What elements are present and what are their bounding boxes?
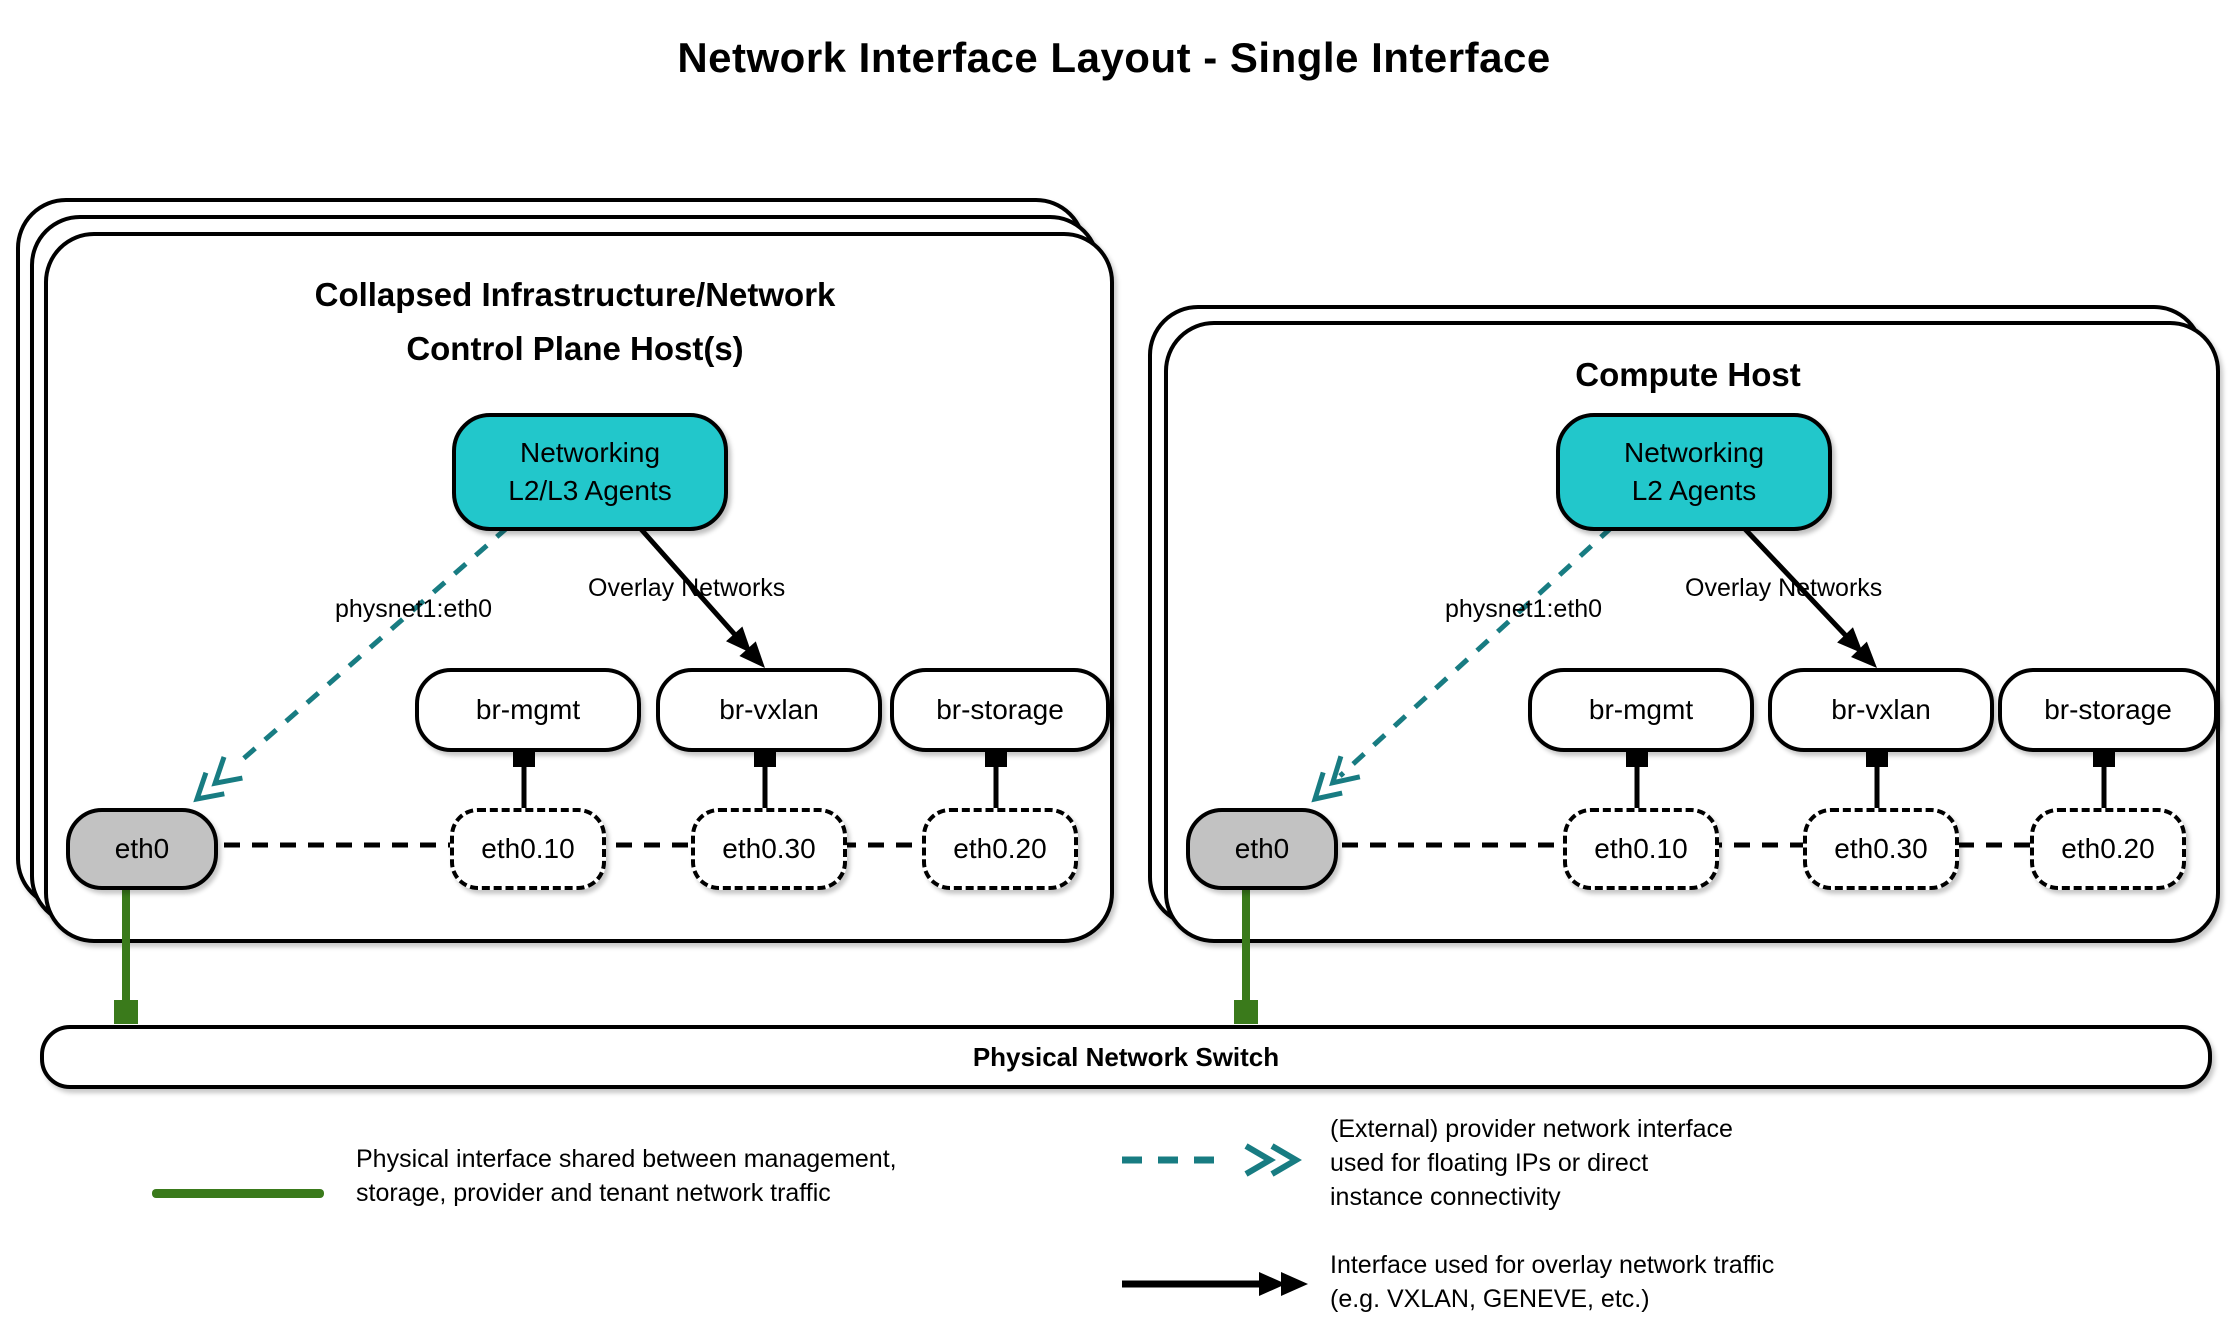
networking-l2-agents-node: Networking L2 Agents xyxy=(1556,413,1832,531)
interface-label: eth0.10 xyxy=(481,833,575,864)
physnet-edge-label: physnet1:eth0 xyxy=(335,595,493,623)
legend-provider-text-line3: instance connectivity xyxy=(1330,1183,1561,1211)
overlay-edge-label: Overlay Networks xyxy=(1685,574,1883,602)
agent-label-line1: Networking xyxy=(519,437,661,468)
bridge-node-br-storage: br-storage xyxy=(1998,668,2218,752)
legend-physical-text-line2: storage, provider and tenant network tra… xyxy=(356,1179,831,1207)
interface-label: eth0 xyxy=(1234,833,1290,864)
interface-label: eth0.20 xyxy=(2061,833,2155,864)
control-plane-host-title: Collapsed Infrastructure/Network Control… xyxy=(44,268,1106,376)
legend-overlay-text-line1: Interface used for overlay network traff… xyxy=(1330,1251,1775,1279)
interface-node-eth0: eth0 xyxy=(66,808,218,890)
interface-node-eth0-30: eth0.30 xyxy=(691,808,847,890)
interface-label: eth0.10 xyxy=(1594,833,1688,864)
physical-network-switch: Physical Network Switch xyxy=(40,1025,2212,1089)
legend-overlay-text-line2: (e.g. VXLAN, GENEVE, etc.) xyxy=(1330,1285,1650,1313)
bridge-label: br-mgmt xyxy=(1588,694,1694,725)
bridge-node-br-vxlan: br-vxlan xyxy=(656,668,882,752)
legend-provider-arrow-swatch xyxy=(1122,1143,1302,1177)
interface-node-eth0-20: eth0.20 xyxy=(2030,808,2186,890)
legend-provider-text-line1: (External) provider network interface xyxy=(1330,1115,1733,1143)
interface-label: eth0.30 xyxy=(1834,833,1928,864)
interface-node-eth0-20: eth0.20 xyxy=(922,808,1078,890)
physnet-edge-label: physnet1:eth0 xyxy=(1445,595,1603,623)
legend-overlay-arrow-swatch xyxy=(1122,1272,1308,1296)
bridge-label: br-mgmt xyxy=(475,694,581,725)
bridge-label: br-vxlan xyxy=(719,694,819,725)
page-title: Network Interface Layout - Single Interf… xyxy=(677,34,1551,81)
interface-node-eth0-30: eth0.30 xyxy=(1803,808,1959,890)
agent-label-line1: Networking xyxy=(1623,437,1765,468)
interface-label: eth0.30 xyxy=(722,833,816,864)
interface-node-eth0-10: eth0.10 xyxy=(1563,808,1719,890)
interface-node-eth0-10: eth0.10 xyxy=(450,808,606,890)
control-plane-host-title-line2: Control Plane Host(s) xyxy=(406,330,744,367)
bridge-node-br-mgmt: br-mgmt xyxy=(415,668,641,752)
interface-node-eth0: eth0 xyxy=(1186,808,1338,890)
networking-l2-l3-agents-node: Networking L2/L3 Agents xyxy=(452,413,728,531)
legend-physical-text: Physical interface shared between manage… xyxy=(356,1142,897,1210)
bridge-node-br-vxlan: br-vxlan xyxy=(1768,668,1994,752)
bridge-node-br-storage: br-storage xyxy=(890,668,1110,752)
control-plane-host-title-line1: Collapsed Infrastructure/Network xyxy=(314,276,836,313)
bridge-node-br-mgmt: br-mgmt xyxy=(1528,668,1754,752)
legend-provider-text: (External) provider network interface us… xyxy=(1330,1112,1733,1214)
agent-label-line2: L2/L3 Agents xyxy=(508,475,672,506)
legend-physical-line-swatch xyxy=(152,1189,324,1198)
bridge-label: br-storage xyxy=(936,694,1064,725)
switch-label: Physical Network Switch xyxy=(972,1041,1280,1072)
legend-provider-text-line2: used for floating IPs or direct xyxy=(1330,1149,1649,1177)
legend-overlay-text: Interface used for overlay network traff… xyxy=(1330,1248,1774,1316)
bridge-label: br-vxlan xyxy=(1831,694,1931,725)
agent-label-line2: L2 Agents xyxy=(1631,475,1757,506)
interface-label: eth0 xyxy=(114,833,170,864)
bridge-label: br-storage xyxy=(2044,694,2172,725)
interface-label: eth0.20 xyxy=(953,833,1047,864)
legend-physical-text-line1: Physical interface shared between manage… xyxy=(356,1145,897,1173)
compute-host-title: Compute Host xyxy=(1575,356,1801,393)
overlay-edge-label: Overlay Networks xyxy=(588,574,786,602)
